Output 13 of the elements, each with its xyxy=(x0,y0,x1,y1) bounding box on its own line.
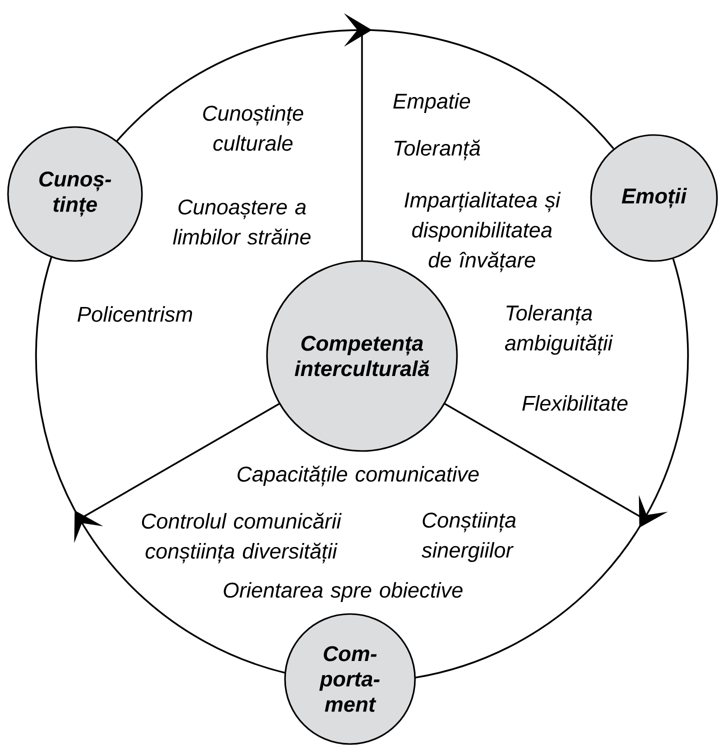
concept-label: Flexibilitate xyxy=(522,395,628,411)
concept-label: Cunoștințe culturale xyxy=(203,105,304,151)
ring-arc xyxy=(35,256,286,674)
concept-label: Cunoaștere a limbilor străine xyxy=(172,199,311,245)
concept-label: Conștiința sinergiilor xyxy=(422,512,516,562)
concept-label: Toleranță xyxy=(394,140,480,160)
concept-label: Controlul comunicării conștiința diversității xyxy=(142,512,342,564)
ring-arc xyxy=(116,29,614,150)
concept-label: Policentrism xyxy=(78,306,192,322)
concept-label: Toleranța ambiguității xyxy=(505,304,613,356)
ring-arc xyxy=(414,258,689,679)
concept-label: Empatie xyxy=(393,93,470,113)
arrow xyxy=(74,402,280,544)
